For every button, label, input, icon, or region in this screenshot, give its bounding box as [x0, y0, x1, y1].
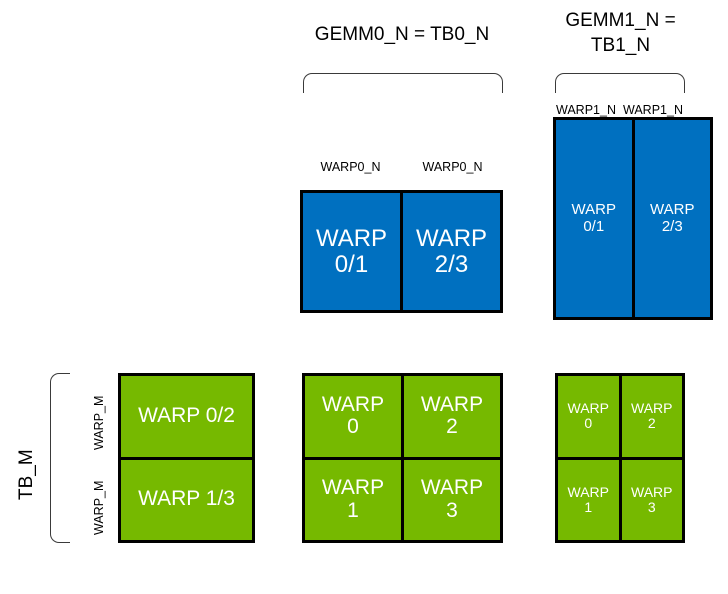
warp0-n-label-right: WARP0_N [422, 160, 483, 174]
warp-cell[interactable]: WARP 2 [621, 376, 682, 457]
tb-m-bracket [50, 373, 70, 543]
gemm0-bracket [303, 73, 503, 93]
warp1-n-label-right: WARP1_N [623, 103, 683, 117]
gemm1-bracket [555, 73, 685, 93]
warp-cell[interactable]: WARP 0 [305, 376, 401, 457]
gemm0-title: GEMM0_N = TB0_N [314, 24, 490, 45]
warp-cell[interactable]: WARP 1 [558, 459, 619, 540]
gemm1-title: GEMM1_N = TB1_N [565, 10, 676, 56]
blue-gemm1-block: WARP 0/1 WARP 2/3 [553, 117, 713, 320]
blue-gemm0-block: WARP 0/1 WARP 2/3 [300, 190, 503, 313]
warp-cell[interactable]: WARP 0 [558, 376, 619, 457]
warp-cell[interactable]: WARP 2 [404, 376, 500, 457]
warp1-n-label-left: WARP1_N [556, 103, 616, 117]
warp-cell[interactable]: WARP 2/3 [403, 193, 500, 310]
warp-cell[interactable]: WARP 1/3 [121, 459, 252, 540]
warp-cell[interactable]: WARP 2/3 [634, 120, 710, 317]
green-tbm-block: WARP 0/2 WARP 1/3 [118, 373, 255, 543]
warp0-n-label-left: WARP0_N [320, 160, 381, 174]
warp-m-label-top: WARP_M [92, 395, 106, 450]
green-gemm1-block: WARP 0 WARP 2 WARP 1 WARP 3 [555, 373, 685, 543]
warp-cell[interactable]: WARP 0/1 [303, 193, 400, 310]
warp-cell[interactable]: WARP 0/1 [556, 120, 632, 317]
warp-cell[interactable]: WARP 3 [621, 459, 682, 540]
warp-cell[interactable]: WARP 0/2 [121, 376, 252, 457]
warp-cell[interactable]: WARP 1 [305, 459, 401, 540]
warp-cell[interactable]: WARP 3 [404, 459, 500, 540]
tb-m-title: TB_M [16, 449, 37, 500]
warp-m-label-bottom: WARP_M [92, 480, 106, 535]
green-gemm0-block: WARP 0 WARP 2 WARP 1 WARP 3 [302, 373, 503, 543]
